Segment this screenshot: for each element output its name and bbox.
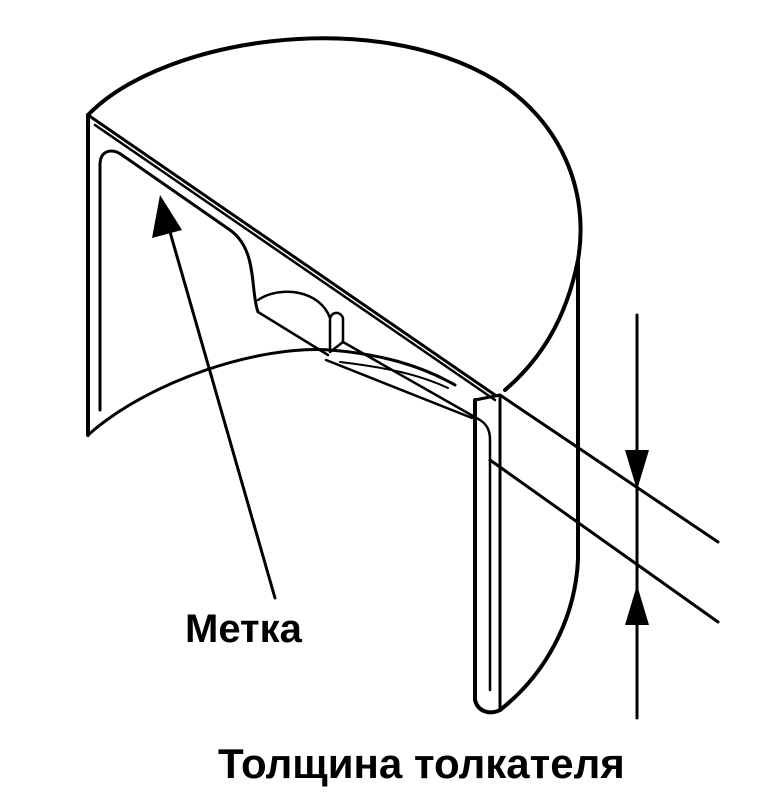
- dimension-arrow-up: [625, 585, 649, 625]
- guide-line-bottom: [488, 458, 720, 624]
- right-cylinder-wall: [498, 260, 580, 712]
- guide-line-top: [498, 393, 720, 544]
- mark-pointer: [152, 195, 277, 600]
- cut-face-top-edge: [86, 113, 497, 397]
- dimension-arrow-down: [625, 450, 649, 490]
- thickness-label: Толщина толкателя: [218, 740, 625, 787]
- groove-line-arc: [339, 361, 449, 389]
- mark-notch: [328, 311, 345, 354]
- mark-label: Метка: [185, 607, 303, 651]
- tappet-body: [86, 36, 583, 715]
- inner-recess-step: [256, 310, 330, 357]
- groove-line-upper: [341, 340, 492, 692]
- mark-pointer-arrowhead: [152, 195, 182, 238]
- inner-recess-curve: [256, 290, 332, 320]
- mark-pointer-line: [166, 223, 277, 600]
- tappet-top-face: [86, 36, 583, 392]
- thickness-dimension: [625, 313, 649, 720]
- right-face-top-join: [473, 393, 502, 402]
- cut-face-inner-top-edge: [93, 123, 497, 402]
- thickness-guide-lines: [488, 393, 720, 624]
- right-face-outer-edge: [473, 398, 502, 715]
- cut-face-bottom-arc: [86, 348, 457, 437]
- inner-recess-outline: [98, 149, 260, 412]
- groove-line-lower: [324, 358, 474, 420]
